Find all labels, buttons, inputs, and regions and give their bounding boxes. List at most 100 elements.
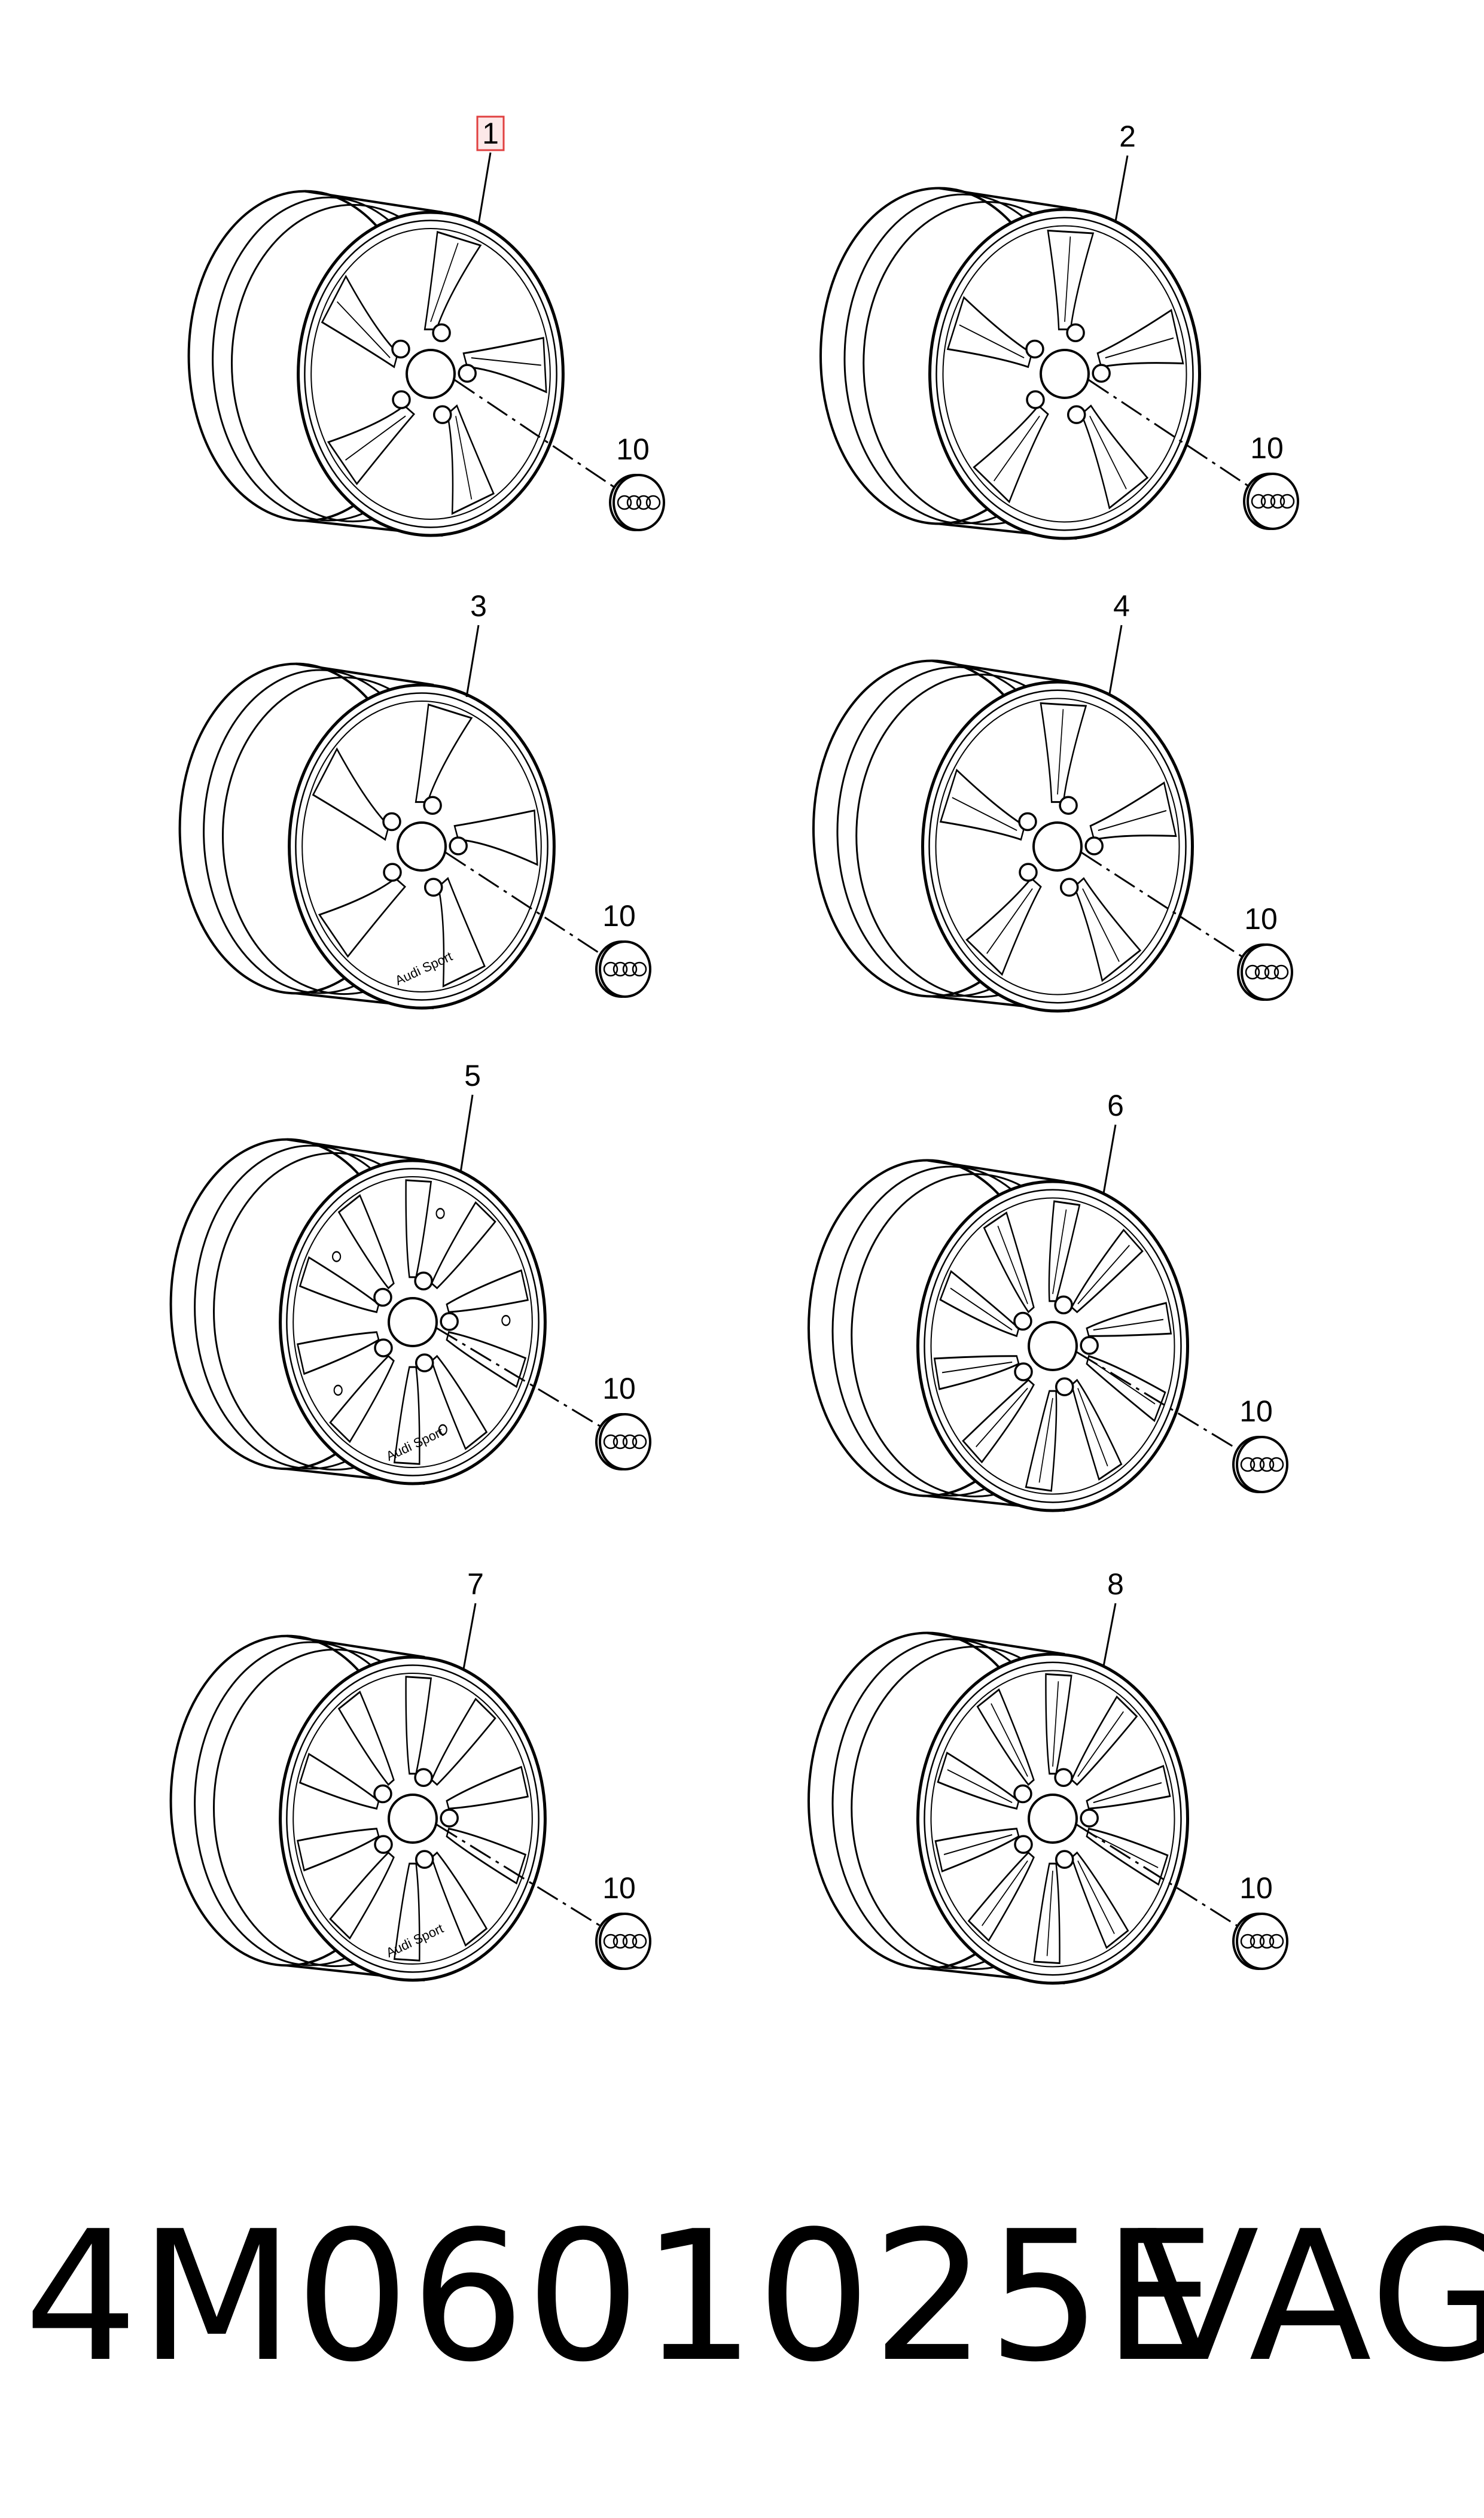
axis-line: [1076, 1351, 1239, 1451]
spoke-groove: [982, 1860, 1028, 1926]
wheel-4[interactable]: 4 10: [812, 589, 1293, 1013]
wheel-spoke: [939, 768, 1026, 841]
wheel-spoke: [965, 877, 1042, 976]
wheel-spoke: [939, 1269, 1020, 1338]
leader-line: [1108, 625, 1123, 695]
center-cap[interactable]: 10: [595, 899, 651, 998]
axis-line: [1088, 379, 1250, 488]
callout-label[interactable]: 7: [467, 1567, 484, 1601]
brand-name: VAG: [1136, 2193, 1484, 2401]
selection-box: [476, 115, 505, 151]
rim-bolt: [333, 1384, 343, 1396]
wheel-spoke: [1033, 1862, 1061, 1965]
wheel-face: Audi Sport: [288, 683, 556, 1010]
wheel-spoke: [1047, 229, 1095, 331]
wheel-spoke: [296, 1828, 380, 1872]
wheel-spoke: [446, 1331, 527, 1389]
spoke-groove: [994, 415, 1040, 482]
spoke-groove: [1089, 415, 1127, 490]
cap-callout-number: 10: [1250, 431, 1284, 465]
wheel-spoke: [446, 404, 495, 515]
wheel-spoke: [296, 1331, 380, 1375]
callout-label[interactable]: 1: [476, 115, 505, 151]
center-cap[interactable]: 10: [1232, 1871, 1288, 1970]
spoke-groove: [471, 357, 541, 366]
wheel-6[interactable]: 6 10: [807, 1089, 1288, 1512]
wheel-spoke: [967, 1851, 1035, 1942]
wheel-8[interactable]: 8 10: [807, 1567, 1288, 1985]
callout-label[interactable]: 3: [470, 589, 487, 623]
axis-line: [436, 1327, 602, 1428]
spoke-groove: [1038, 1397, 1053, 1483]
lug-bolt-hole: [432, 405, 452, 424]
wheel-face: [916, 1652, 1189, 1985]
spoke-groove: [1093, 1782, 1162, 1804]
center-cap[interactable]: 10: [1243, 431, 1299, 530]
lug-bolt-hole: [374, 1835, 393, 1854]
lug-bolt-hole: [1013, 1784, 1032, 1804]
callout-label[interactable]: 2: [1119, 120, 1136, 153]
cap-callout-number: 10: [602, 1871, 636, 1905]
wheel-face: Audi Sport: [279, 1655, 547, 1982]
lug-bolt-hole: [414, 1271, 433, 1290]
wheel-spoke: [1071, 1228, 1144, 1314]
leader-line: [1102, 1603, 1117, 1667]
wheel-7[interactable]: Audi Sport 7 10: [169, 1567, 651, 1982]
lug-bolt-hole: [382, 812, 401, 832]
callout-number: 3: [470, 589, 487, 623]
spoke-groove: [430, 242, 459, 322]
spoke-groove: [991, 1703, 1028, 1777]
center-cap[interactable]: 10: [1232, 1395, 1288, 1493]
lug-bolt-hole: [391, 339, 410, 359]
wheel-2[interactable]: 2 10: [819, 120, 1299, 540]
center-cap[interactable]: 10: [609, 433, 665, 531]
center-cap[interactable]: 10: [595, 1871, 651, 1970]
lug-bolt-hole: [423, 796, 442, 815]
axis-line: [445, 851, 602, 955]
cap-callout-number: 10: [1244, 902, 1278, 936]
wheel-spoke: [1071, 1851, 1129, 1949]
callout-number: 6: [1107, 1089, 1124, 1122]
wheel-spoke: [431, 1354, 488, 1450]
hub-bore: [388, 1297, 438, 1347]
wheel-face: [928, 208, 1201, 540]
wheel-spoke: [453, 809, 538, 866]
axis-line: [454, 379, 615, 489]
wheel-spoke: [337, 1194, 395, 1290]
lug-bolt-hole: [373, 1784, 392, 1804]
leader-line: [462, 1603, 477, 1670]
lug-bolt-hole: [449, 836, 468, 855]
axis-line: [1081, 851, 1244, 958]
spoke-groove: [345, 415, 406, 461]
spoke-groove: [941, 1361, 1013, 1374]
lug-bolt-hole: [1059, 878, 1079, 897]
lug-bolt-hole: [1066, 323, 1085, 342]
lug-bolt-hole: [392, 390, 411, 409]
axis-line: [436, 1823, 602, 1928]
wheel-spoke: [321, 275, 399, 369]
spoke-groove: [1077, 1244, 1130, 1305]
callout-label[interactable]: 6: [1107, 1089, 1124, 1122]
wheel-3[interactable]: Audi Sport 3 10: [178, 589, 651, 1010]
center-cap[interactable]: 10: [595, 1372, 651, 1470]
lug-bolt-hole: [1014, 1362, 1033, 1381]
leader-line: [477, 152, 492, 225]
wheel-spoke: [298, 1256, 380, 1313]
lug-bolt-hole: [383, 863, 402, 882]
wheel-spoke: [423, 230, 482, 331]
center-cap[interactable]: 10: [1237, 902, 1293, 1001]
callout-label[interactable]: 8: [1107, 1567, 1124, 1601]
wheel-spoke: [337, 1691, 395, 1786]
callout-label[interactable]: 5: [464, 1059, 481, 1092]
lug-bolt-hole: [1080, 1336, 1099, 1355]
wheel-1[interactable]: 1 10: [187, 115, 665, 537]
lug-bolt-hole: [1014, 1835, 1033, 1854]
wheel-spoke: [431, 1697, 496, 1786]
lug-bolt-hole: [1080, 1808, 1099, 1828]
lug-bolt-hole: [1066, 405, 1086, 424]
callout-label[interactable]: 4: [1113, 589, 1130, 623]
lug-bolt-hole: [1025, 339, 1044, 359]
rim-bolt: [438, 1424, 447, 1436]
